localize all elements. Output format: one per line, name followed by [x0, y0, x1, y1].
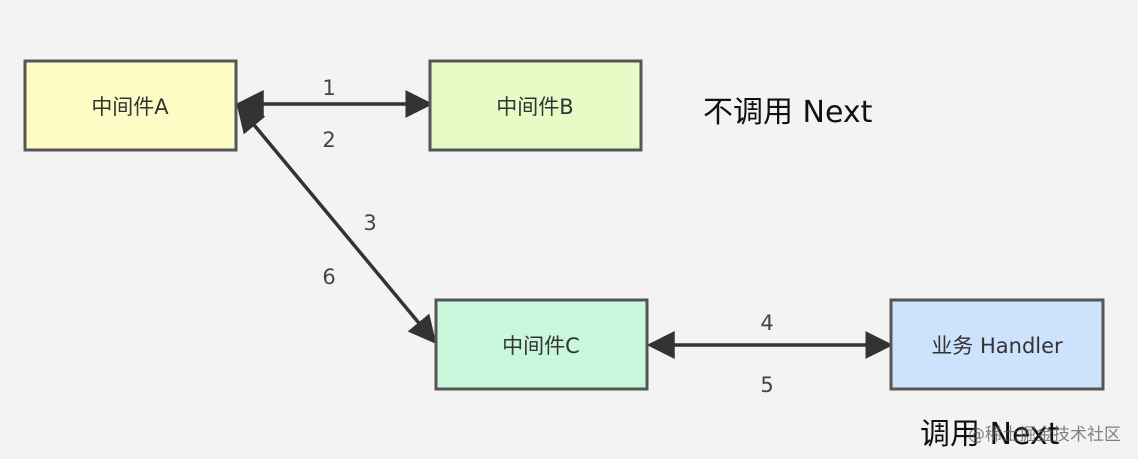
node-middleware-a: 中间件A: [23, 59, 238, 152]
edge-label-2: 2: [322, 128, 335, 152]
node-business-handler: 业务 Handler: [889, 298, 1105, 391]
watermark: @稀土掘金技术社区: [968, 425, 1121, 445]
node-middleware-c-label: 中间件C: [502, 334, 580, 358]
node-middleware-c: 中间件C: [434, 298, 649, 391]
node-business-handler-label: 业务 Handler: [931, 334, 1063, 358]
edge-label-1: 1: [322, 76, 335, 100]
edge-label-4: 4: [760, 311, 773, 335]
note-calls-next: 调用 Next: [920, 417, 1060, 452]
edge-label-6: 6: [322, 265, 335, 289]
edge-a-c: [236, 103, 437, 345]
node-middleware-b-label: 中间件B: [496, 95, 573, 119]
node-middleware-b: 中间件B: [428, 59, 643, 152]
edge-label-5: 5: [760, 373, 773, 397]
note-no-next: 不调用 Next: [703, 95, 873, 130]
node-middleware-a-label: 中间件A: [91, 95, 169, 119]
edge-label-3: 3: [363, 211, 376, 235]
